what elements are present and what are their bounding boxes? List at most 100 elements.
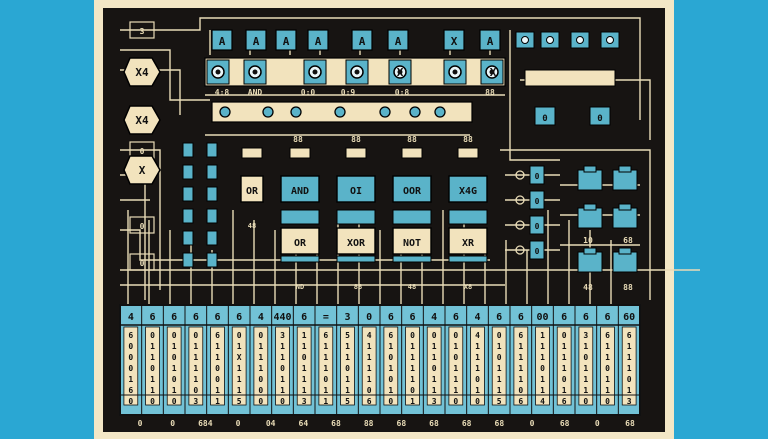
right-label: 88: [623, 283, 633, 292]
table-footer-label: 68: [429, 419, 439, 428]
gate-column-label: 88: [407, 135, 417, 144]
table-cell: 0: [172, 397, 177, 406]
table-cell: 1: [258, 364, 263, 373]
table-cell: 1: [150, 375, 155, 384]
table-cell: 1: [215, 342, 220, 351]
pin-block: [182, 164, 194, 180]
logic-gate-upper: AND: [280, 147, 320, 203]
left-component: X4: [123, 105, 161, 135]
table-cell: 0: [128, 364, 133, 373]
table-column-strip: [513, 326, 529, 406]
right-node: [515, 170, 525, 180]
right-node: [515, 195, 525, 205]
top-chip: X: [443, 29, 465, 51]
logic-gate-upper: OR: [240, 147, 264, 203]
right-label: 68: [623, 236, 633, 245]
table-cell: 5: [345, 397, 350, 406]
table-cell: 1: [562, 342, 567, 351]
table-cell: 6: [388, 331, 393, 340]
table-cell: 1: [540, 353, 545, 362]
right-switch: [577, 251, 603, 273]
table-column-strip: [123, 326, 139, 406]
top-row-mark: X: [490, 66, 497, 79]
bus-label: 0:9: [341, 88, 356, 97]
table-cell: 3: [432, 397, 437, 406]
table-cell: 0: [258, 386, 263, 395]
right-small-chip: [529, 190, 545, 210]
table-header-cell: 6: [583, 312, 589, 323]
left-component: X4: [123, 57, 161, 87]
table-cell: 0: [605, 364, 610, 373]
socket-hole: [397, 69, 403, 75]
table-cell: 1: [367, 375, 372, 384]
table-cell: 1: [605, 342, 610, 351]
left-gate-label: X4: [135, 114, 149, 127]
socket: [443, 59, 467, 85]
table-cell: 1: [540, 386, 545, 395]
table-cell: 1: [323, 386, 328, 395]
gate-column-label: 88: [463, 135, 473, 144]
table-cell: 1: [172, 342, 177, 351]
table-cell: 1: [367, 342, 372, 351]
table-cell: 1: [410, 397, 415, 406]
table-cell: 1: [497, 342, 502, 351]
gate-socket: [392, 209, 432, 225]
table-cell: 1: [280, 342, 285, 351]
table-cell: 1: [388, 386, 393, 395]
top-chip: A: [245, 29, 267, 51]
top-chip-body: [245, 29, 267, 51]
table-column-strip: [600, 326, 615, 406]
table-cell: 0: [475, 397, 480, 406]
right-switch: [612, 251, 638, 273]
table-cell: 0: [193, 331, 198, 340]
top-chip-body: [307, 29, 329, 51]
table-cell: 1: [432, 386, 437, 395]
table-cell: 1: [497, 386, 502, 395]
right-header-strip: [524, 69, 616, 87]
gate-socket: [280, 209, 320, 225]
table-cell: 0: [345, 364, 350, 373]
left-node-box: [129, 253, 155, 271]
table-header-cell: 6: [214, 312, 220, 323]
bus-label: 88: [485, 88, 495, 97]
left-node-label: 0: [140, 147, 145, 156]
table-footer-label: 684: [198, 419, 213, 428]
pin-block: [206, 186, 218, 202]
socket-hole: [252, 69, 258, 75]
table-column-strip: [448, 326, 464, 406]
table-header-cell: 4: [474, 312, 480, 323]
gate-label: AND: [291, 186, 309, 197]
table-cell: 0: [562, 375, 567, 384]
table-cell: 1: [432, 342, 437, 351]
top-chip: A: [211, 29, 233, 51]
table-header-cell: 4: [128, 312, 134, 323]
table-column-strip: [426, 326, 442, 406]
table-footer-label: 0: [170, 419, 175, 428]
gate-label: OI: [350, 186, 362, 197]
table-cell: 1: [497, 364, 502, 373]
table-column-strip: [145, 326, 160, 406]
table-cell: 1: [258, 342, 263, 351]
table-cell: 1: [432, 375, 437, 384]
gate-body: [392, 175, 432, 203]
table-cell: 1: [237, 386, 242, 395]
gate-label: X4G: [459, 186, 477, 197]
table-cell: 1: [345, 386, 350, 395]
right-node: [515, 220, 525, 230]
left-node-label: 0: [140, 222, 145, 231]
gate-socket: [448, 209, 488, 225]
table-cell: 1: [323, 353, 328, 362]
table-cell: 1: [323, 364, 328, 373]
right-switch: [577, 207, 603, 229]
right-top-pin: [606, 36, 614, 44]
gate-label: XR: [462, 238, 475, 249]
table-cell: 1: [215, 397, 220, 406]
table-cell: 0: [367, 386, 372, 395]
table-cell: 6: [215, 331, 220, 340]
table-cell: 6: [128, 386, 133, 395]
table-column-strip: [253, 326, 269, 406]
pin-block: [182, 186, 194, 202]
table-cell: 1: [627, 342, 632, 351]
table-cell: 0: [193, 386, 198, 395]
table-cell: 1: [518, 353, 523, 362]
